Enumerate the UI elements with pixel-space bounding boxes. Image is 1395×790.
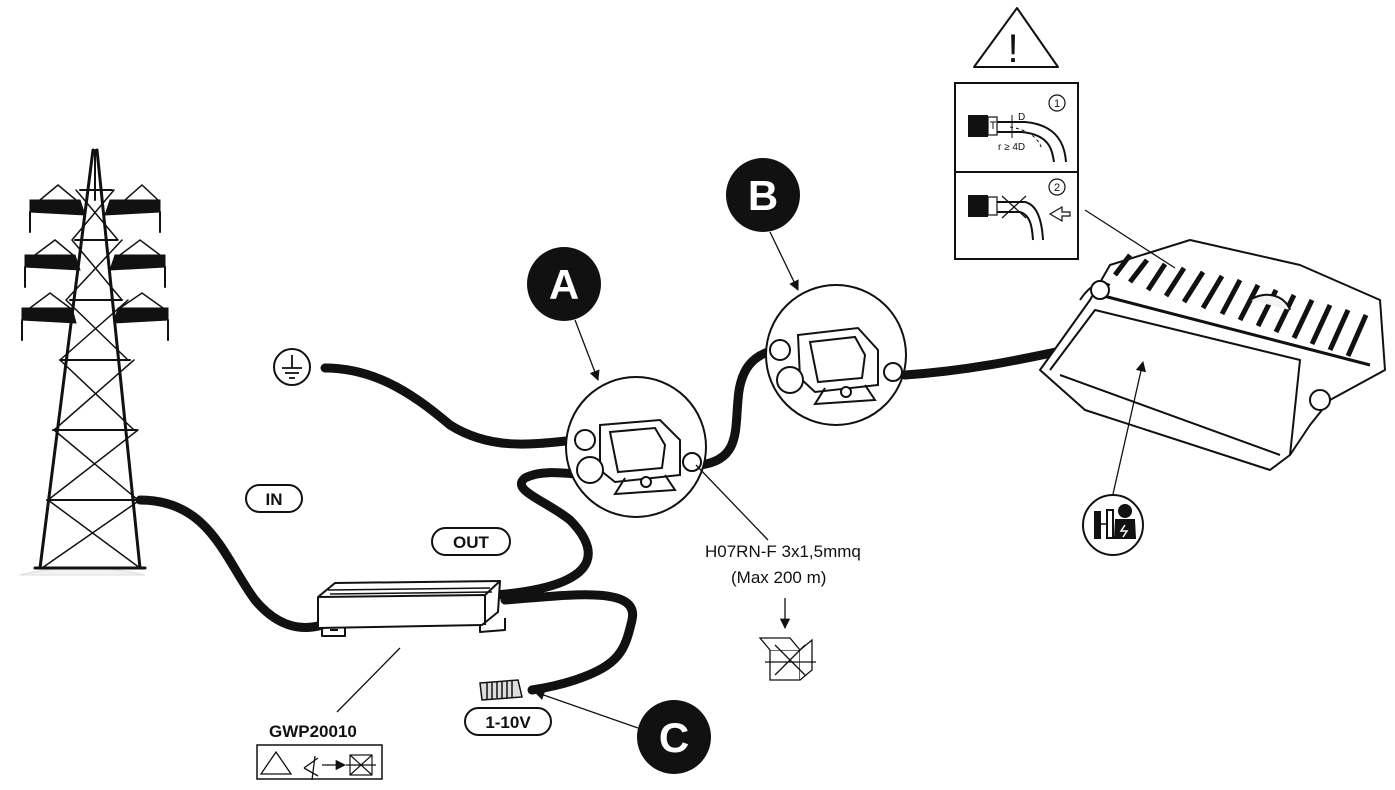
mains-input-cable xyxy=(135,495,327,632)
junction-box-a xyxy=(565,376,707,518)
marker-b-text: B xyxy=(748,172,778,219)
connector-plug-icon xyxy=(479,679,523,701)
eye-check-icon xyxy=(303,755,319,781)
marker-a: A xyxy=(527,247,601,321)
pill-dimming-text: 1-10V xyxy=(485,713,531,732)
led-driver xyxy=(317,580,506,637)
dimming-cable xyxy=(500,590,638,695)
pill-in: IN xyxy=(245,484,303,513)
junction-box-b xyxy=(765,284,907,426)
warning-triangle-icon xyxy=(259,750,293,775)
bend-radius-label: r ≥ 4D xyxy=(998,142,1025,153)
marker-a-text: A xyxy=(549,261,579,308)
warning-mark: ! xyxy=(1007,27,1018,71)
link-cable-a-b xyxy=(695,345,780,470)
floodlight-icon xyxy=(1039,239,1386,471)
driver-warning-box xyxy=(256,744,383,781)
earth-cable xyxy=(320,363,580,449)
open-box-icon xyxy=(346,754,376,776)
bend-step-1: 1 xyxy=(1054,98,1060,110)
bend-step-2: 2 xyxy=(1054,182,1060,194)
electrician-icon xyxy=(1082,494,1144,556)
cable-spec-line2: (Max 200 m) xyxy=(731,568,826,587)
pill-out: OUT xyxy=(431,527,511,556)
bend-radius-detail xyxy=(954,82,1079,260)
bend-dim-label: D xyxy=(1018,112,1025,123)
arrow-icon xyxy=(336,209,1176,729)
pill-dimming: 1-10V xyxy=(464,707,552,736)
marker-c-text: C xyxy=(659,714,689,761)
driver-output-cable xyxy=(490,468,595,600)
ground-symbol-icon xyxy=(273,348,311,386)
marker-b: B xyxy=(726,158,800,232)
open-box-icon xyxy=(758,637,816,681)
pill-out-text: OUT xyxy=(453,533,490,552)
power-pylon-icon xyxy=(19,148,169,576)
pill-in-text: IN xyxy=(266,490,283,509)
warning-triangle-icon xyxy=(973,7,1059,68)
driver-code: GWP20010 xyxy=(269,722,357,741)
marker-c: C xyxy=(637,700,711,774)
cable-spec-line1: H07RN-F 3x1,5mmq xyxy=(705,542,861,561)
